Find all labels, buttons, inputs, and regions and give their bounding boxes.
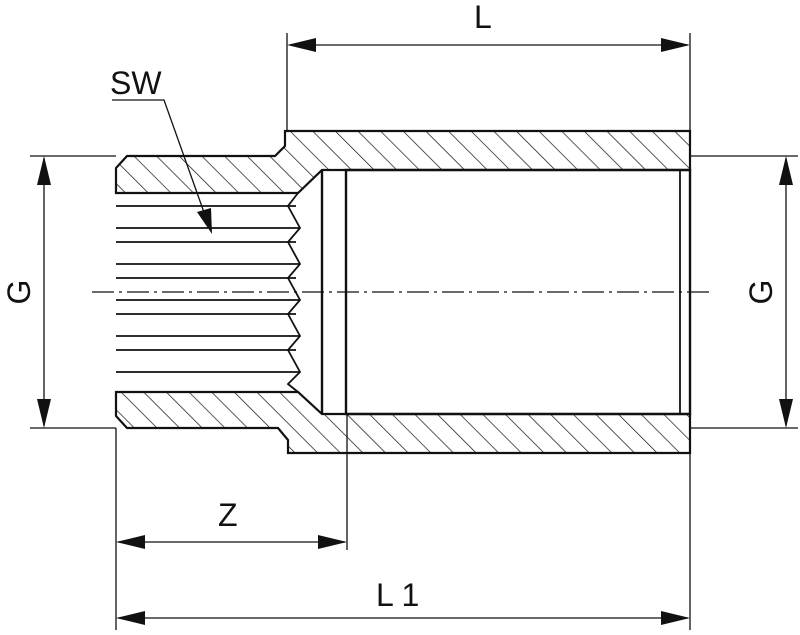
- extension-lines: [30, 33, 798, 630]
- dimension-L: [287, 38, 690, 52]
- thread-profile: [286, 192, 302, 393]
- label-L1: L 1: [376, 577, 419, 613]
- dimension-L1: [116, 611, 690, 625]
- dimension-Z: [116, 535, 347, 549]
- thread-lines: [116, 205, 300, 373]
- label-G-left: G: [1, 280, 37, 305]
- label-Z: Z: [218, 497, 238, 533]
- sw-leader: [112, 99, 212, 234]
- dimension-G-left: [37, 156, 51, 428]
- label-SW: SW: [110, 65, 162, 101]
- label-L: L: [474, 0, 492, 35]
- dimension-G-right: [779, 156, 793, 428]
- lower-wall-section: [114, 390, 692, 455]
- label-G-right: G: [743, 280, 779, 305]
- upper-wall-section: [114, 129, 692, 195]
